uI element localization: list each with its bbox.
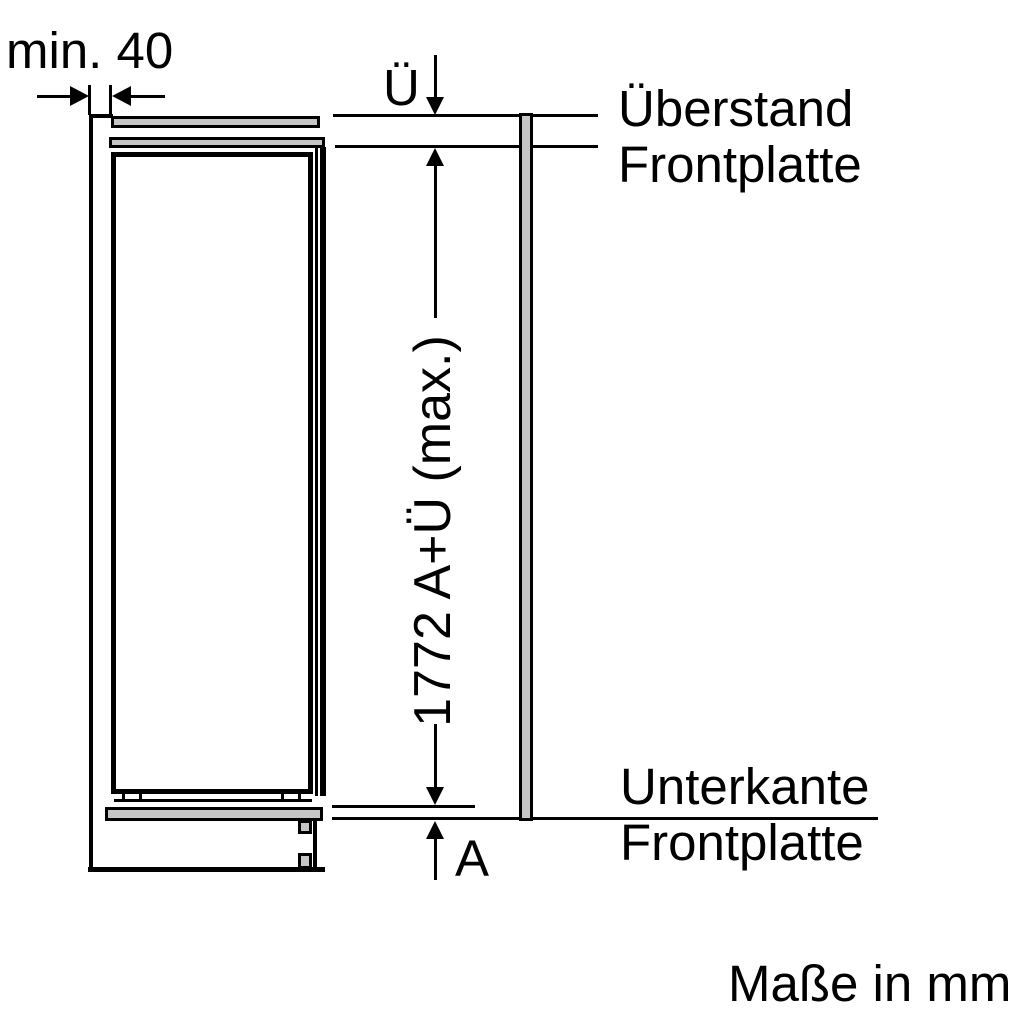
- bottom-edge-label: Unterkante Frontplatte: [620, 759, 869, 871]
- overhang-label-line2: Frontplatte: [618, 136, 862, 193]
- door-front-line: [320, 147, 326, 796]
- min40-right-arrowhead: [70, 86, 89, 106]
- frontplate-top-refline: [335, 145, 598, 148]
- hinge-block-lower: [298, 853, 312, 869]
- ue-arrowhead: [426, 97, 444, 115]
- height-dim-lower-shaft: [434, 724, 437, 787]
- min40-right-shaft: [131, 95, 165, 98]
- overhang-label-line1: Überstand: [618, 80, 854, 137]
- foot-tick: [139, 793, 142, 801]
- foot-tick: [122, 793, 125, 801]
- appliance-body: [111, 152, 313, 794]
- a-arrow-shaft: [434, 839, 437, 880]
- base-plate-line: [114, 799, 312, 802]
- top-panel-lower: [109, 137, 325, 148]
- appliance-bottom-refline: [332, 805, 475, 808]
- bottom-edge-label-line2: Frontplatte: [620, 814, 864, 871]
- overhang-top-refline: [333, 114, 598, 117]
- frontplate-bottom-refline: [332, 817, 878, 820]
- foot-tick: [298, 793, 301, 801]
- door-inner-line: [315, 147, 318, 796]
- ue-arrow-shaft: [434, 55, 437, 97]
- a-arrowhead: [426, 821, 444, 839]
- min40-left-arrowhead: [112, 86, 131, 106]
- units-note: Maße in mm: [728, 955, 1012, 1012]
- plinth-panel: [105, 807, 323, 821]
- min40-left-shaft: [37, 95, 71, 98]
- min-gap-label: min. 40: [6, 22, 174, 79]
- cabinet-right-lower-edge: [313, 820, 317, 870]
- bottom-gap-symbol-label: A: [455, 830, 490, 887]
- height-dim-top-arrowhead: [426, 148, 444, 166]
- cabinet-bottom-edge: [88, 867, 325, 872]
- min40-tick-right: [109, 85, 112, 115]
- overhang-symbol-label: Ü: [383, 59, 420, 116]
- min40-tick-left: [88, 85, 91, 115]
- front-panel-bar: [519, 113, 533, 821]
- bottom-edge-label-line1: Unterkante: [620, 758, 870, 815]
- height-dim-bottom-arrowhead: [426, 787, 444, 805]
- hinge-block-upper: [298, 820, 312, 834]
- overhang-label: Überstand Frontplatte: [618, 81, 862, 193]
- cabinet-top-edge: [89, 114, 113, 118]
- height-dim-upper-shaft: [434, 166, 437, 318]
- cabinet-left-wall: [89, 114, 93, 871]
- foot-tick: [281, 793, 284, 801]
- top-panel-upper: [111, 116, 320, 128]
- height-dimension-label: 1772 A+Ü (max.): [404, 335, 462, 727]
